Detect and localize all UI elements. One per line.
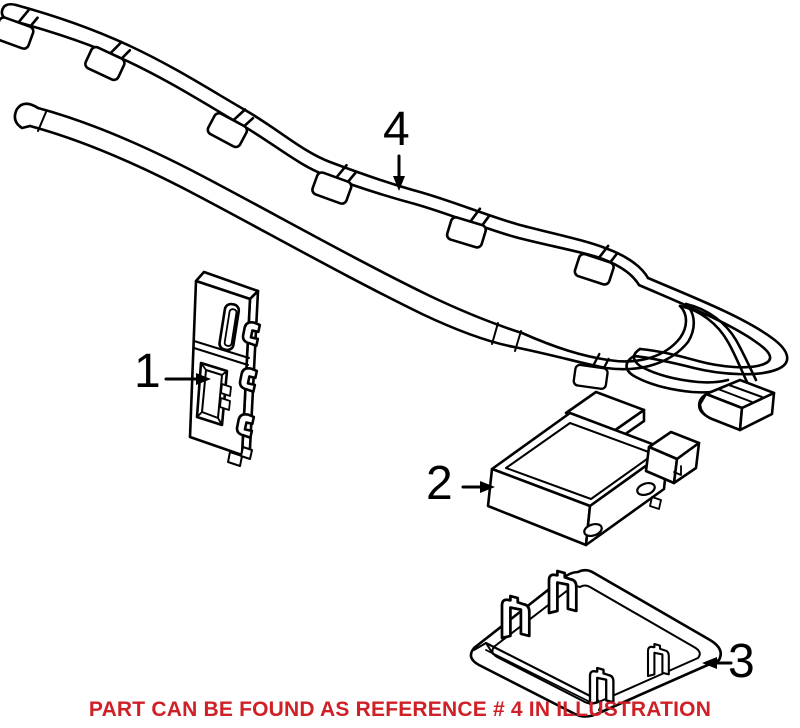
callout-4-label: 4 — [383, 103, 410, 156]
callout-1-label: 1 — [134, 345, 161, 398]
part-4-harness-strip-drawing — [0, 0, 789, 394]
callout-arrow-4 — [393, 154, 405, 191]
callout-arrow-2 — [461, 481, 495, 493]
part-2-module-drawing — [486, 390, 701, 547]
part-1-bracket-drawing — [188, 270, 262, 467]
reference-note: PART CAN BE FOUND AS REFERENCE # 4 IN IL… — [88, 698, 712, 721]
harness-connector-drawing — [697, 378, 776, 432]
part-3-tray-drawing — [469, 568, 722, 718]
callout-arrow-3 — [702, 657, 733, 669]
callout-2-label: 2 — [426, 457, 453, 510]
callout-arrow-1 — [164, 373, 211, 385]
callout-3-label: 3 — [728, 635, 755, 688]
